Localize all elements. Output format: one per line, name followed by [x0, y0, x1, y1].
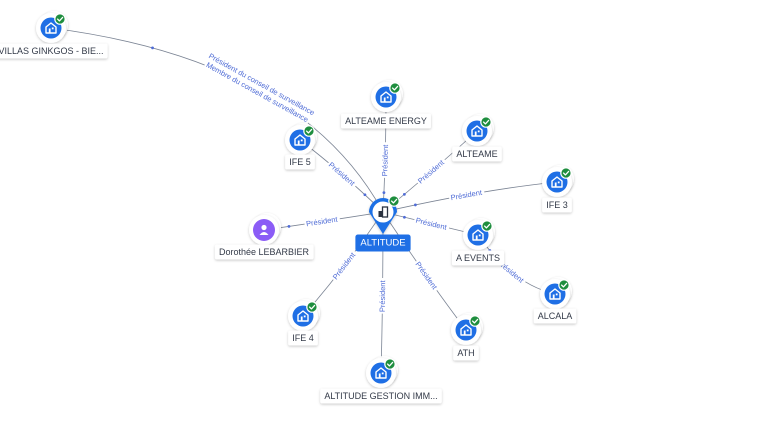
edge-label-background	[325, 158, 359, 190]
edge-label-background	[412, 258, 441, 294]
verified-check-icon	[388, 195, 400, 207]
building-icon	[45, 22, 57, 34]
edge-altitude-ath: Président	[382, 211, 467, 331]
edge-label: Président	[378, 279, 387, 312]
edge-label: Président	[416, 157, 447, 185]
edge-arrow-marker	[402, 192, 406, 196]
building-icon	[471, 125, 483, 137]
edge-label: Président	[380, 144, 390, 177]
verified-check-icon	[306, 301, 318, 313]
edge-label: Président	[327, 160, 358, 188]
verified-check-icon	[384, 358, 396, 370]
node-label-pill	[451, 250, 505, 266]
edge-arrow-marker	[403, 215, 406, 219]
node-alcala[interactable]: ALCALA	[533, 277, 577, 324]
edge-arrow-marker	[151, 46, 154, 50]
edge-label-background	[205, 50, 318, 119]
verified-check-icon	[303, 125, 315, 137]
node-label: ALCALA	[538, 311, 573, 321]
node-label-pill	[453, 345, 479, 361]
verified-check-icon	[560, 167, 572, 179]
node-dorothee[interactable]: Dorothée LEBARBIER	[214, 213, 314, 260]
node-label: IFE 3	[546, 200, 568, 210]
center-label: ALTITUDE	[360, 238, 405, 249]
node-alteame[interactable]: ALTEAME	[452, 114, 502, 162]
node-label-pill	[288, 330, 318, 346]
node-label: ALTITUDE GESTION IMM...	[324, 391, 437, 401]
nodes-layer: VILLAS GINKGOS - BIE... ALTEAME ENERGY ALT…	[0, 11, 577, 404]
verified-check-icon	[54, 13, 66, 25]
node-label: ATH	[457, 348, 474, 358]
edge-label-background	[413, 214, 451, 233]
verified-check-icon	[558, 279, 570, 291]
node-ath[interactable]: ATH	[451, 313, 483, 361]
node-label: IFE 4	[292, 333, 314, 343]
node-ife4[interactable]: IFE 4	[288, 299, 320, 346]
edge-dorothee-altitude: Président	[263, 211, 384, 231]
edge-altitude-ife5: Président	[299, 139, 384, 213]
building-icon	[297, 310, 309, 322]
node-label: ALTEAME ENERGY	[345, 116, 427, 126]
building-icon	[551, 176, 563, 188]
node-label-pill	[320, 388, 442, 404]
node-label-pill	[542, 197, 572, 213]
edge-arrow-marker	[363, 193, 367, 197]
edge-label: Président	[413, 260, 439, 292]
edge-label-background	[448, 186, 486, 203]
node-label-pill	[341, 113, 431, 129]
building-icon	[380, 91, 392, 103]
edge-label: Président	[331, 250, 358, 281]
edge-altitude-ife4: Président	[302, 211, 384, 317]
edge-label: Membre du conseil de surveillance	[205, 60, 310, 124]
edge-label: Président	[450, 188, 484, 203]
edge-label-background	[303, 213, 341, 230]
node-ife5[interactable]: IFE 5	[285, 123, 317, 170]
node-label: ALTEAME	[456, 149, 497, 159]
building-icon	[549, 288, 561, 300]
edge-label-background	[329, 248, 360, 283]
building-icon	[460, 324, 472, 336]
verified-check-icon	[480, 116, 492, 128]
node-alteame_energy[interactable]: ALTEAME ENERGY	[341, 80, 431, 129]
node-label-pill	[214, 244, 314, 260]
edge-label-background	[377, 277, 388, 314]
edge-altitude-ife3: Président	[382, 181, 558, 213]
node-label: Dorothée LEBARBIER	[219, 247, 310, 257]
verified-check-icon	[389, 82, 401, 94]
node-label-pill	[285, 154, 315, 170]
company-pin-icon	[378, 206, 389, 218]
center-label-badge	[355, 234, 411, 252]
node-label: VILLAS GINKGOS - BIE...	[0, 46, 104, 56]
node-label: A EVENTS	[456, 253, 500, 263]
edge-label-background	[203, 59, 312, 126]
node-label-pill	[452, 146, 502, 162]
node-label-pill	[0, 43, 108, 59]
edge-label-background	[414, 156, 449, 187]
edge-arrow-marker	[414, 203, 417, 207]
node-label-pill	[533, 308, 577, 324]
node-center-altitude[interactable]: ALTITUDE	[355, 195, 411, 252]
edge-label: Président du conseil de surveillance	[207, 51, 316, 117]
edge-arrow-marker	[287, 224, 291, 228]
building-icon	[472, 229, 484, 241]
edge-label: Président	[415, 216, 449, 232]
verified-check-icon	[469, 315, 481, 327]
person-icon	[259, 224, 269, 235]
node-villas[interactable]: VILLAS GINKGOS - BIE...	[0, 11, 108, 59]
node-altitude_gestion[interactable]: ALTITUDE GESTION IMM...	[320, 356, 442, 404]
node-ife3[interactable]: IFE 3	[542, 165, 574, 213]
building-icon	[375, 367, 387, 379]
verified-check-icon	[481, 220, 493, 232]
edge-label-background	[379, 142, 391, 178]
building-icon	[294, 134, 306, 146]
node-label: IFE 5	[289, 157, 311, 167]
edge-arrow-marker	[382, 191, 386, 194]
node-a_events[interactable]: A EVENTS	[451, 218, 505, 266]
